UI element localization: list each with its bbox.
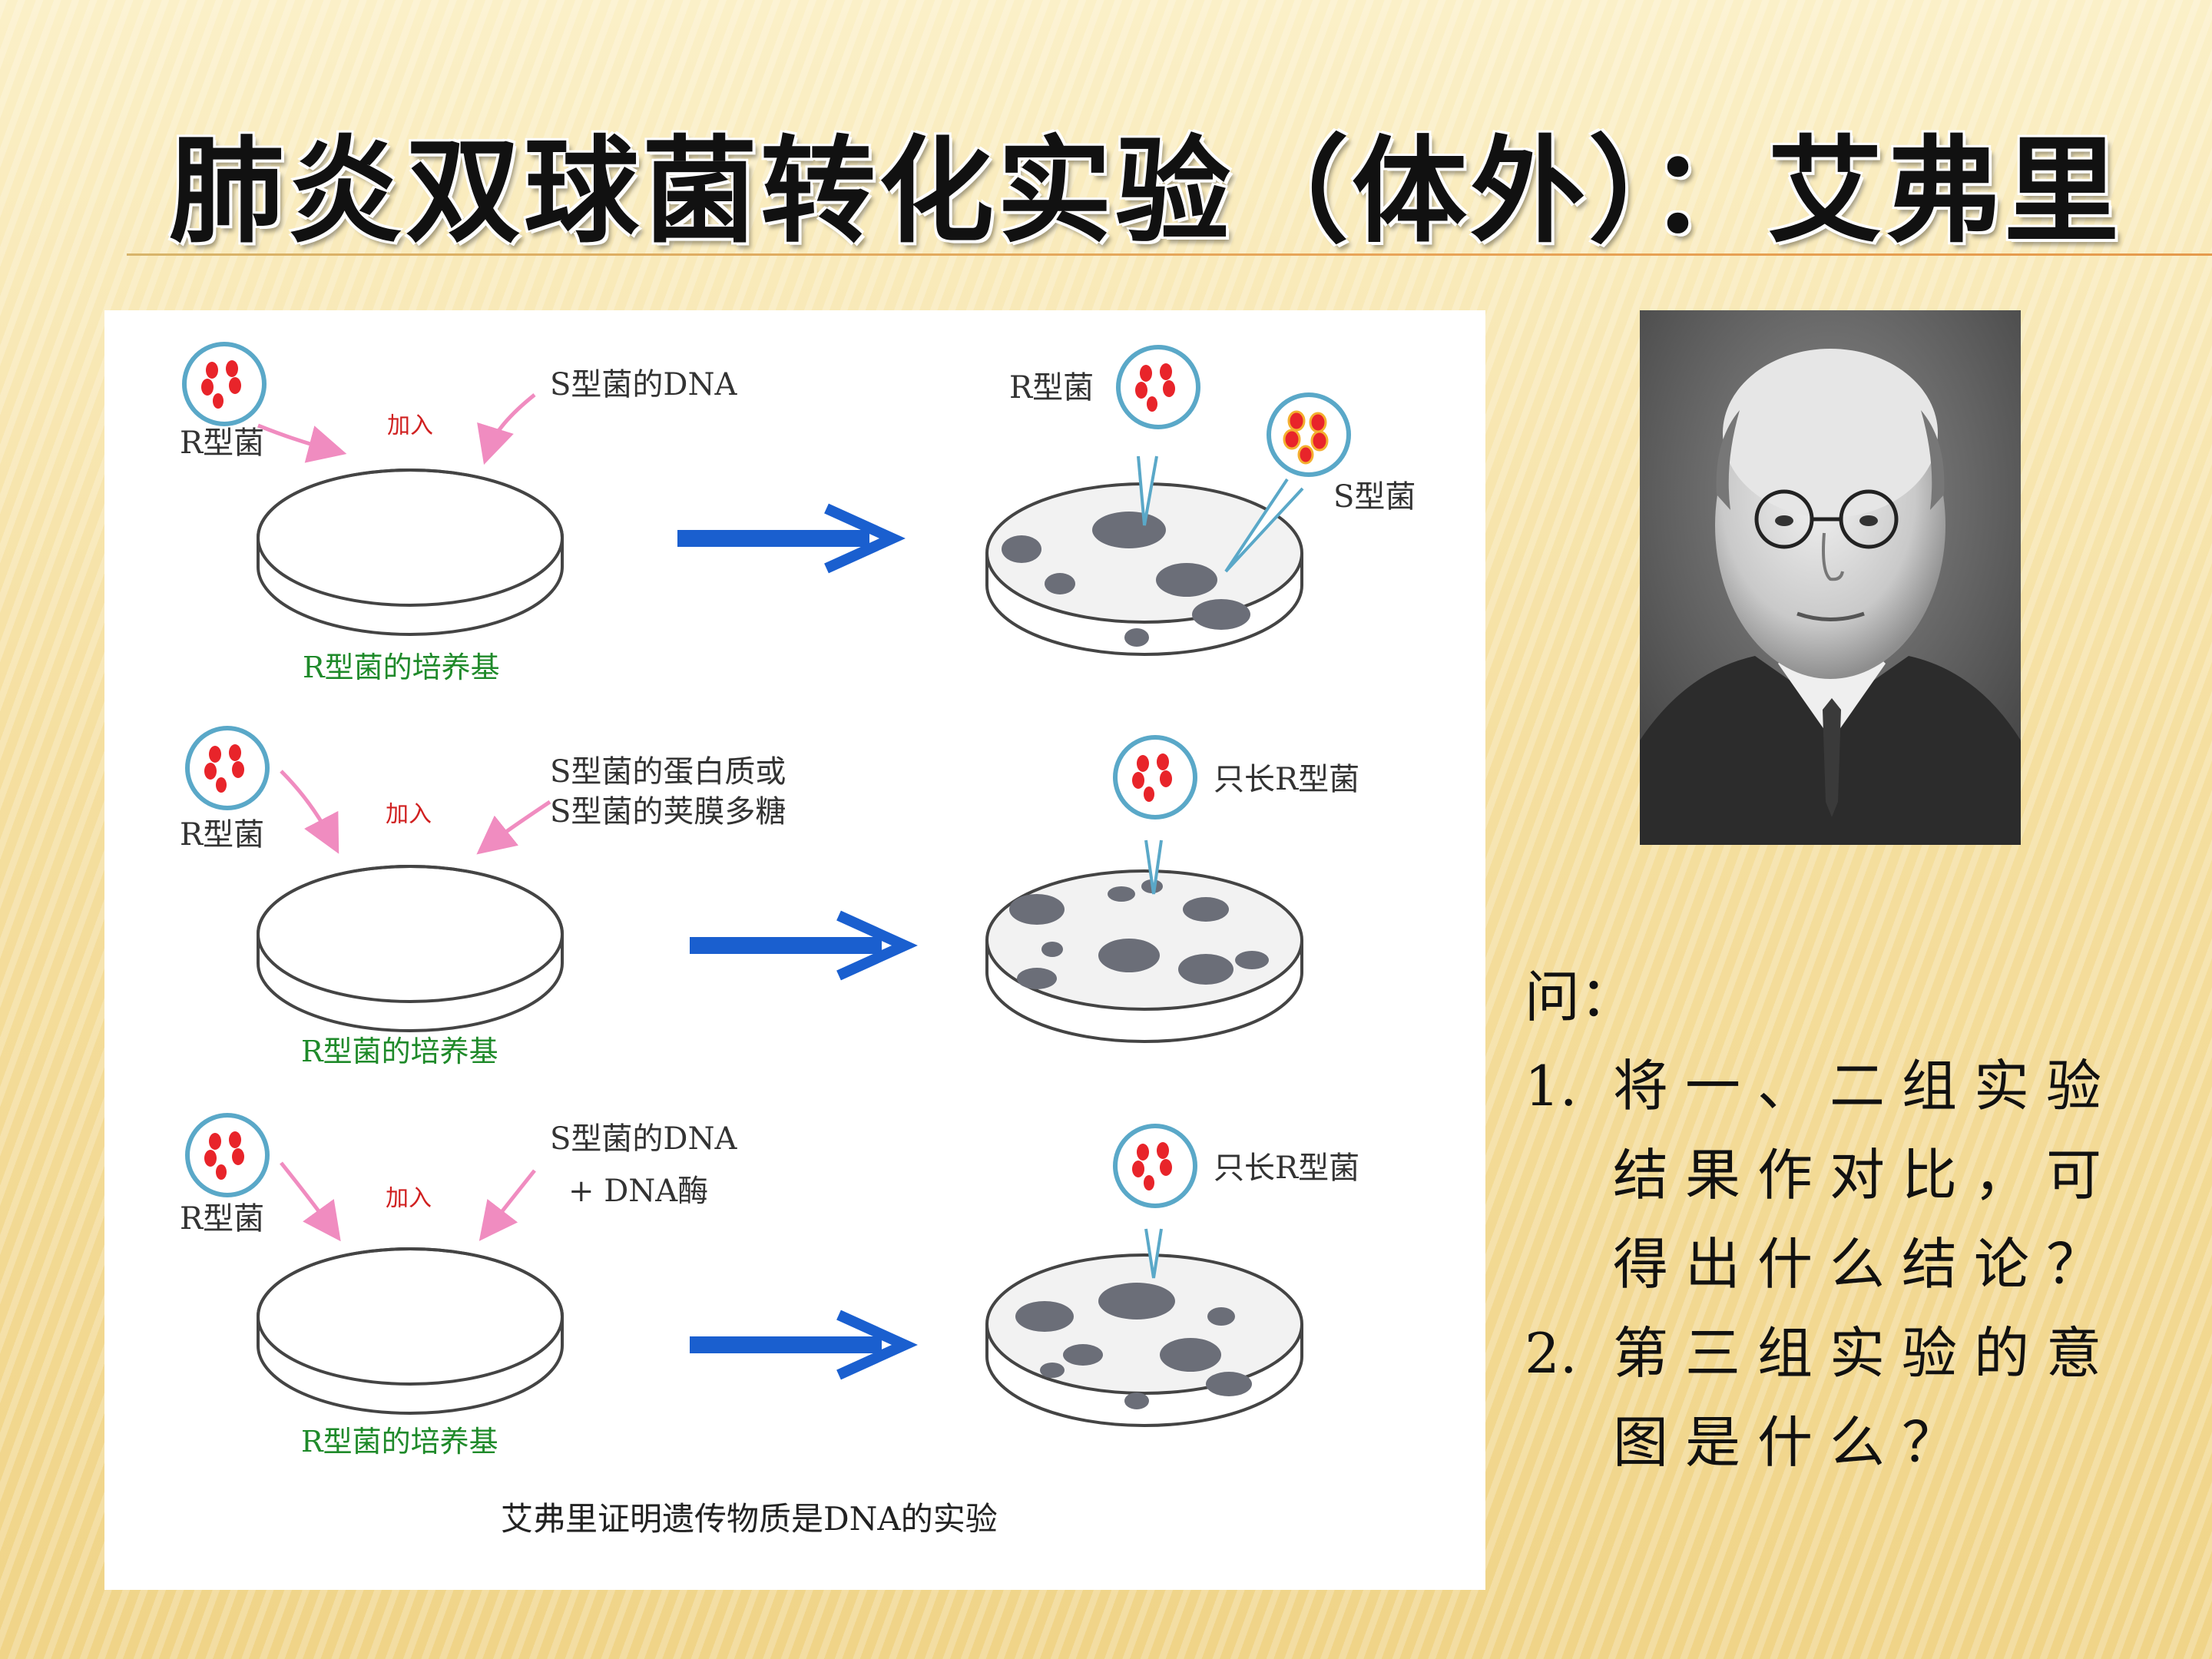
petri-dish-result [985,869,1303,1043]
petri-dish-result [985,482,1303,656]
r-bacteria-label: R型菌 [180,817,264,853]
row-2: R型菌 加入 S型菌的蛋白质或 S型菌的荚膜多糖 R型菌的培养基 [180,728,1359,1068]
experiment-figure: R型菌 加入 S型菌的DNA R型菌的培养基 R型菌 [104,310,1485,1590]
added-substance-label: S型菌的蛋白质或 [550,754,786,790]
medium-label: R型菌的培养基 [303,651,500,684]
pink-arrow-icon [478,1169,536,1241]
figure-caption: 艾弗里证明遗传物质是DNA的实验 [501,1500,998,1538]
question-text: 第三组实验的意图是什么？ [1613,1321,2119,1475]
question-text: 将一、二组实验结果作对比，可得出什么结论？ [1613,1054,2119,1296]
petri-dish-result [985,1253,1303,1427]
r-bacteria-icon [1118,347,1198,427]
pink-arrow-icon [280,1161,341,1242]
r-bacteria-label: R型菌 [180,426,264,461]
experiment-diagram: R型菌 加入 S型菌的DNA R型菌的培养基 R型菌 [180,310,1416,1538]
question-number: 1. [1525,1054,1578,1118]
r-bacteria-icon [187,728,267,808]
result-label-s: S型菌 [1333,479,1416,515]
callout-pointer [1224,478,1304,573]
petri-dish-empty [257,469,564,636]
portrait-photo [1640,310,2021,845]
question-panel: 问： 1. 将一、二组实验结果作对比，可得出什么结论？ 2. 第三组实验的意图是… [1525,952,2200,1487]
question-number: 2. [1525,1321,1578,1386]
result-label: 只长R型菌 [1214,1151,1359,1186]
add-label: 加入 [386,1185,432,1212]
question-heading: 问： [1525,965,1636,1029]
row-1: R型菌 加入 S型菌的DNA R型菌的培养基 R型菌 [180,344,1416,684]
pink-arrow-icon [477,393,536,465]
blue-arrow-icon [690,910,918,981]
r-bacteria-label: R型菌 [180,1201,264,1237]
question-item: 2. 第三组实验的意图是什么？ [1525,1309,2200,1487]
r-bacteria-icon [187,1115,267,1195]
blue-arrow-icon [677,503,906,574]
added-substance-label: S型菌的DNA [550,367,737,402]
blue-arrow-icon [690,1310,918,1380]
added-substance-label: S型菌的DNA [550,1121,737,1157]
pink-arrow-icon [280,770,339,854]
callout-pointer [1144,1228,1163,1279]
r-bacteria-icon [184,344,264,424]
slide-title: 肺炎双球菌转化实验（体外）：艾弗里 [169,125,2123,259]
medium-label: R型菌的培养基 [301,1035,498,1068]
title-divider [127,253,2212,256]
medium-label: R型菌的培养基 [301,1425,498,1459]
portrait-image [1640,310,2021,845]
added-substance-label: + DNA酶 [568,1174,708,1209]
row-3: R型菌 加入 S型菌的DNA + DNA酶 R型菌的培养基 [180,1115,1359,1459]
r-bacteria-icon [1115,1126,1195,1206]
r-bacteria-icon [1115,737,1195,817]
question-item: 1. 将一、二组实验结果作对比，可得出什么结论？ [1525,1041,2200,1309]
petri-dish-empty [257,865,564,1032]
s-bacteria-icon [1267,392,1351,477]
result-label: 只长R型菌 [1214,762,1359,797]
callout-pointer [1144,839,1163,895]
result-label-r: R型菌 [1009,370,1094,406]
add-label: 加入 [386,801,432,828]
pink-arrow-icon [257,423,347,463]
petri-dish-empty [257,1247,564,1415]
add-label: 加入 [387,412,433,439]
pink-arrow-icon [476,800,551,855]
added-substance-label: S型菌的荚膜多糖 [550,794,786,830]
callout-pointer [1137,455,1158,526]
